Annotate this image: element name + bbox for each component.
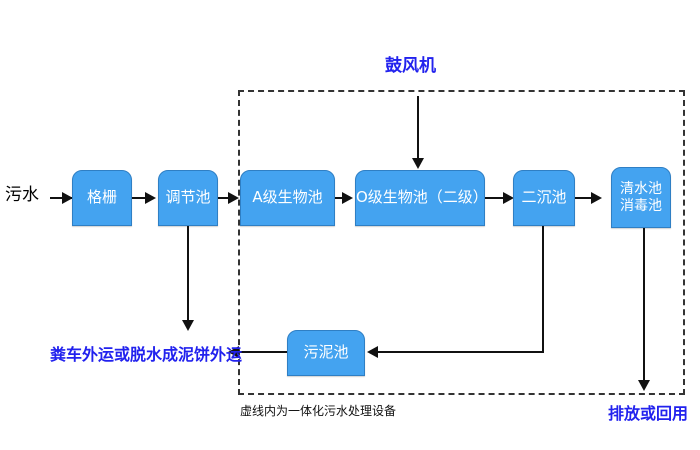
- o-stage-to-secondary-arrowhead: [503, 192, 514, 204]
- inlet-label: 污水: [5, 185, 39, 205]
- sludge-to-disposal-line: [238, 351, 287, 353]
- clearwater-to-discharge-line: [643, 228, 645, 380]
- secondary-to-sludge-vertical-line: [542, 226, 544, 353]
- enclosure-caption: 虚线内为一体化污水处理设备: [240, 404, 397, 418]
- secondary-to-clearwater-line: [575, 197, 597, 199]
- blower-to-o-stage-arrowhead: [412, 158, 424, 169]
- regulating-to-disposal-arrowhead: [182, 320, 194, 331]
- inlet-to-grille-line: [50, 197, 72, 199]
- o-stage-to-secondary-line: [485, 197, 509, 199]
- box-secondary-clarifier[interactable]: 二沉池: [513, 170, 575, 226]
- box-clearwater-disinfection-tank[interactable]: 清水池 消毒池: [611, 167, 671, 228]
- regulating-to-disposal-line: [187, 226, 189, 320]
- regulating-to-a-stage-line: [218, 197, 232, 199]
- a-stage-to-o-stage-line: [335, 197, 347, 199]
- a-stage-to-o-stage-arrowhead: [342, 192, 353, 204]
- sludge-disposal-label: 粪车外运或脱水成泥饼外运: [50, 345, 243, 364]
- box-grille[interactable]: 格栅: [72, 170, 132, 226]
- box-o-stage-bio-tank[interactable]: O级生物池（二级）: [355, 170, 488, 226]
- secondary-to-sludge-horizontal-line: [378, 351, 544, 353]
- grille-to-regulating-line: [132, 197, 152, 199]
- secondary-to-clearwater-arrowhead: [591, 192, 602, 204]
- discharge-reuse-label: 排放或回用: [608, 404, 689, 423]
- blower-label: 鼓风机: [385, 56, 436, 76]
- regulating-to-a-stage-arrowhead: [228, 192, 239, 204]
- secondary-to-sludge-arrowhead: [367, 346, 378, 358]
- blower-to-o-stage-line: [417, 96, 419, 158]
- sludge-to-disposal-arrowhead: [228, 346, 239, 358]
- box-sludge-tank[interactable]: 污泥池: [287, 330, 365, 376]
- clearwater-to-discharge-arrowhead: [638, 380, 650, 391]
- grille-to-regulating-arrowhead: [145, 192, 156, 204]
- integrated-equipment-boundary: [238, 90, 685, 395]
- inlet-to-grille-arrowhead: [62, 192, 73, 204]
- box-a-stage-bio-tank[interactable]: A级生物池: [240, 170, 335, 226]
- box-regulating-tank[interactable]: 调节池: [158, 170, 218, 226]
